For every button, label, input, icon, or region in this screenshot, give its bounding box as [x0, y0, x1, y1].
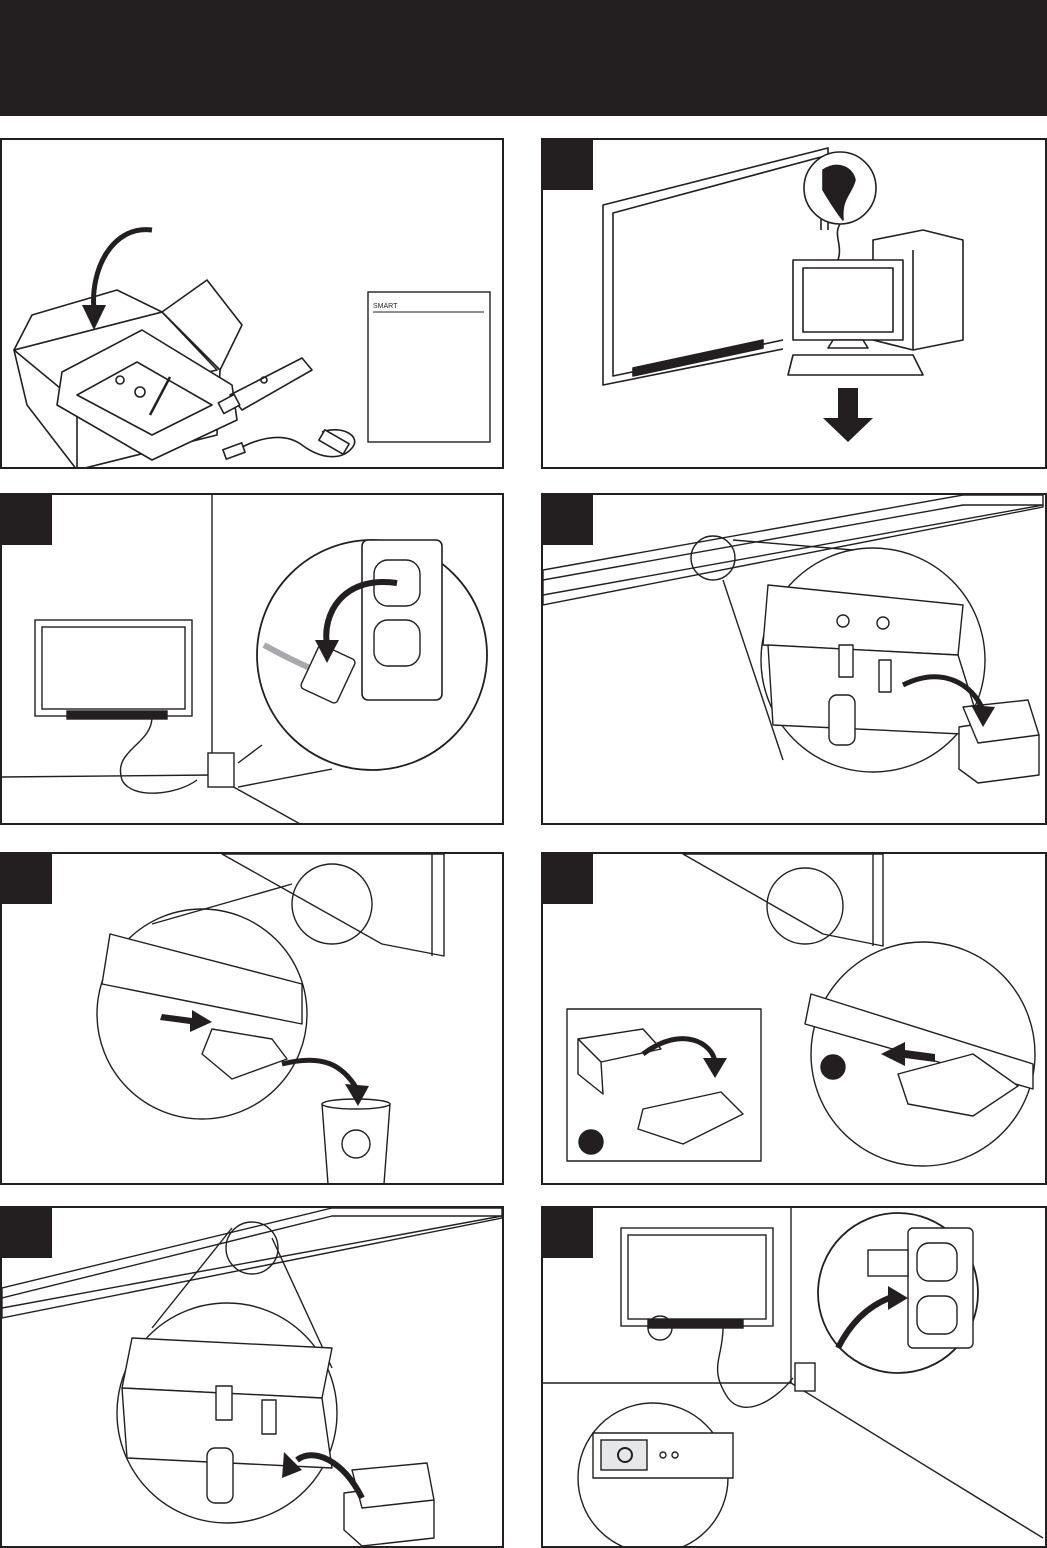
screw-icon: [879, 660, 891, 692]
step-panel-7: [0, 1206, 504, 1548]
reconnect-power-illustration: [543, 1208, 1047, 1548]
smart-logo: SMART: [373, 303, 398, 310]
screw-icon: [216, 1386, 232, 1420]
sub-step-b-marker: [821, 1055, 845, 1079]
power-cable-icon: [718, 1328, 793, 1407]
insert-module-illustration: [543, 854, 1047, 1185]
recycle-bin-icon: [322, 1104, 390, 1184]
screwdriver-icon: [829, 695, 855, 745]
header-band: [0, 0, 1047, 116]
step-panel-1: SMART: [0, 138, 504, 469]
step-panel-5: [0, 852, 504, 1185]
shutdown-illustration: [543, 140, 1047, 469]
remove-screws-illustration: [543, 495, 1047, 825]
replace-screws-illustration: [2, 1208, 504, 1548]
step-panel-8: [541, 1206, 1047, 1548]
step-panel-6: [541, 852, 1047, 1185]
screw-icon: [262, 1400, 276, 1434]
usb-receiver-icon: [230, 358, 312, 410]
screwdriver-icon: [207, 1448, 233, 1503]
unpack-illustration: SMART: [2, 140, 504, 469]
keyboard-icon: [788, 355, 923, 375]
interactive-display-icon: [621, 1228, 773, 1326]
instructions-document-icon: SMART: [368, 292, 490, 442]
step-panel-2: [541, 138, 1047, 469]
step-panel-4: [541, 493, 1047, 825]
interactive-display-icon: [35, 620, 192, 716]
wall-outlet-icon: [908, 1228, 973, 1348]
step-panel-3: [0, 493, 504, 825]
down-arrow-icon: [823, 388, 873, 442]
display-edge-icon: [683, 854, 883, 946]
power-cable-icon: [120, 717, 197, 793]
unplug-illustration: [2, 495, 504, 825]
remove-module-illustration: [2, 854, 504, 1185]
sub-step-a-marker: [579, 1130, 603, 1154]
power-plug-icon: [868, 1250, 908, 1276]
screw-icon: [839, 645, 853, 677]
